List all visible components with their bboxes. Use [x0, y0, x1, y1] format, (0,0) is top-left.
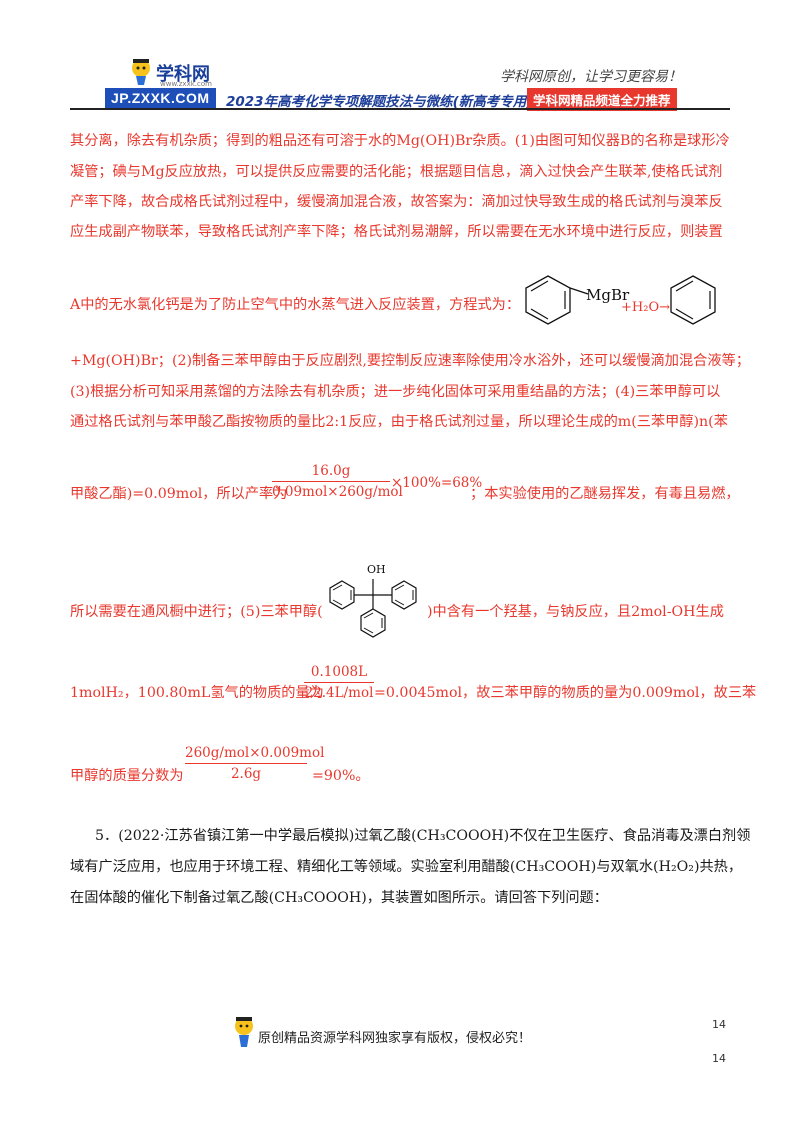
answer-line-7: (3)根据分析可知采用蒸馏的方法除去有机杂质；进一步纯化固体可采用重结晶的方法；… [70, 384, 721, 400]
answer-line-4: 应生成副产物联苯，导致格氏试剂产率下降；格氏试剂易潮解，所以需要在无水环境中进行… [70, 224, 723, 240]
hydroxyl-label: OH [367, 563, 386, 576]
phenyl-mgbr-structure [525, 275, 589, 325]
footer-mascot-icon [235, 1017, 253, 1047]
logo-text: 学科网 [156, 64, 210, 85]
hydrogen-fraction: 0.1008L 22.4L/mol [304, 663, 374, 702]
page-number: 14 [712, 1018, 726, 1031]
answer-line-10b: )中含有一个羟基，与钠反应，且2mol-OH生成 [427, 604, 724, 620]
logo-sub: www.zxxk.com [160, 80, 212, 88]
answer-line-11b: =0.0045mol，故三苯甲醇的物质的量为0.009mol，故三苯 [374, 685, 757, 701]
slogan: 学科网原创，让学习更容易！ [500, 69, 682, 85]
yield-fraction-numerator: 16.0g [311, 463, 351, 479]
banner-right-badge: 学科网精品频道全力推荐 [527, 88, 677, 111]
mass-fraction-denominator: 2.6g [230, 766, 262, 782]
answer-line-3: 产率下降，故合成格氏试剂过程中，缓慢滴加混合液，故答案为：滴加过快导致生成的格氏… [70, 194, 723, 210]
benzene-structure [670, 275, 716, 325]
answer-line-5: A中的无水氯化钙是为了防止空气中的水蒸气进入反应装置，方程式为： [70, 297, 521, 313]
header-rule [70, 108, 730, 110]
question-5-line-2: 域有广泛应用，也应用于环境工程、精细化工等领域。实验室利用醋酸(CH₃COOH)… [70, 859, 743, 875]
answer-line-6: +Mg(OH)Br；(2)制备三苯甲醇由于反应剧烈,要控制反应速率除使用冷水浴外… [70, 353, 750, 369]
mass-fraction-numerator: 260g/mol×0.009mol [185, 745, 325, 761]
answer-line-9b: ；本实验使用的乙醚易挥发，有毒且易燃， [470, 486, 740, 502]
yield-fraction: 16.0g 0.09mol×260g/mol [272, 462, 403, 501]
water-arrow-label: +H₂O→ [621, 300, 670, 315]
answer-line-12a: 甲醇的质量分数为 [70, 768, 184, 784]
banner-title: 2023年高考化学专项解题技法与微练(新高考专用) [226, 94, 533, 110]
yield-result: ×100%=68% [391, 475, 483, 491]
page-number-secondary: 14 [712, 1052, 726, 1065]
answer-line-2: 凝管；碘与Mg反应放热，可以提供反应需要的活化能；根据题目信息，滴入过快会产生联… [70, 164, 723, 180]
answer-line-10a: 所以需要在通风橱中进行；(5)三苯甲醇( [70, 604, 323, 620]
answer-line-8: 通过格氏试剂与苯甲酸乙酯按物质的量比2:1反应，由于格氏试剂过量，所以理论生成的… [70, 414, 728, 430]
yield-fraction-denominator: 0.09mol×260g/mol [272, 484, 403, 500]
copyright-text: 原创精品资源学科网独家享有版权，侵权必究！ [258, 1031, 532, 1046]
mgbr-label: MgBr [586, 286, 630, 304]
answer-line-12b: =90%。 [312, 768, 370, 784]
site-code-badge: JP.ZXXK.COM [105, 88, 216, 108]
question-5-line-3: 在固体酸的催化下制备过氧乙酸(CH₃COOOH)，其装置如图所示。请回答下列问题… [70, 890, 608, 906]
hydrogen-fraction-denominator: 22.4L/mol [304, 685, 374, 701]
header: 学科网 www.zxxk.com 学科网原创，让学习更容易！ JP.ZXXK.C… [0, 0, 800, 111]
hydrogen-fraction-numerator: 0.1008L [310, 664, 368, 680]
mascot-logo-icon [132, 59, 150, 85]
answer-line-1: 其分离，除去有机杂质；得到的粗品还有可溶于水的Mg(OH)Br杂质。(1)由图可… [70, 133, 730, 149]
mass-fraction: 260g/mol×0.009mol 2.6g [185, 744, 325, 783]
triphenylmethanol-structure [329, 579, 417, 638]
answer-line-11a: 1molH₂，100.80mL氢气的物质的量为 [70, 685, 324, 701]
answer-line-9a: 甲酸乙酯)=0.09mol，所以产率为 [70, 486, 288, 502]
question-5-line-1: 5．(2022·江苏省镇江第一中学最后模拟)过氧乙酸(CH₃COOOH)不仅在卫… [95, 828, 751, 844]
